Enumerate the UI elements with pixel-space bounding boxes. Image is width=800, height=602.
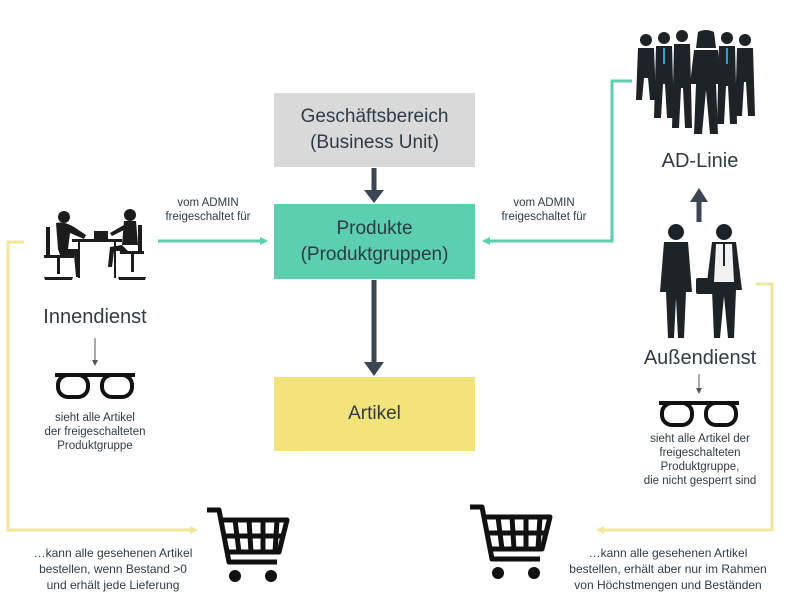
yellow-line-outer [596, 282, 774, 534]
yellow-line-inner [6, 240, 198, 534]
aussendienst-label: Außendienst [643, 347, 757, 369]
products-line2: (Produktgruppen) [300, 243, 449, 265]
arrow-field-to-adlinie [690, 188, 708, 222]
teal-arrow-adlinie [482, 79, 632, 245]
left-admin-label: vom ADMIN freigeschaltet für [165, 197, 251, 223]
products-line1: Produkte [336, 217, 413, 239]
arrow-products-to-articles [364, 280, 384, 376]
outer-sees-note: sieht alle Artikel der freigeschalteten … [643, 433, 757, 487]
business-unit-line2: (Business Unit) [310, 132, 439, 153]
office-workers-icon [44, 209, 146, 280]
glasses-icon [55, 373, 135, 399]
right-admin-label: vom ADMIN freigeschaltet für [501, 197, 587, 223]
thin-arrow-inner [92, 338, 98, 366]
business-unit-line1: Geschäftsbereich [300, 106, 449, 127]
business-team-icon [636, 30, 755, 134]
articles-box: Artikel [274, 377, 475, 451]
shopping-cart-icon [470, 504, 553, 579]
shopping-cart-icon [207, 507, 290, 582]
arrow-bu-to-products [364, 168, 384, 203]
articles-label: Artikel [348, 403, 401, 424]
innendienst-label: Innendienst [43, 306, 147, 328]
outer-order-note: …kann alle gesehenen Artikel bestellen, … [569, 546, 767, 592]
field-staff-icon [660, 224, 742, 338]
thin-arrow-outer [696, 374, 702, 394]
glasses-icon [659, 401, 739, 427]
business-unit-box: Geschäftsbereich (Business Unit) [274, 93, 475, 167]
inner-sees-note: sieht alle Artikel der freigeschalteten … [44, 412, 146, 452]
inner-order-note: …kann alle gesehenen Artikel bestellen, … [33, 546, 193, 592]
ad-linie-label: AD-Linie [661, 150, 739, 172]
products-box: Produkte (Produktgruppen) [274, 204, 475, 279]
